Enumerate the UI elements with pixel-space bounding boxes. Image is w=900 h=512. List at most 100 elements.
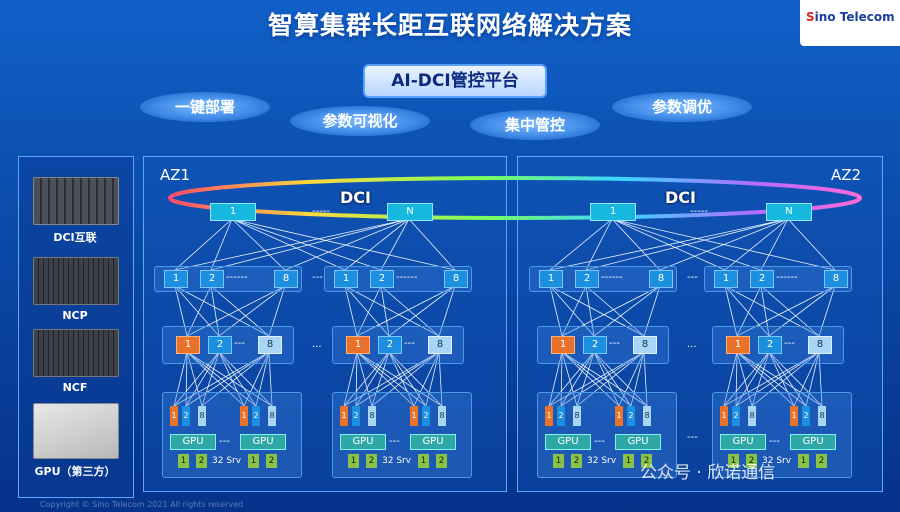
link-line bbox=[560, 351, 645, 407]
gpu-port: 8 bbox=[643, 406, 651, 426]
link-line bbox=[185, 351, 188, 407]
gpu-port: 1 bbox=[545, 406, 553, 426]
feature-deploy: 一键部署 bbox=[140, 92, 270, 122]
dci-spine-node: 1 bbox=[590, 203, 636, 221]
link-line bbox=[751, 351, 820, 407]
server-count: 32 Srv bbox=[382, 456, 412, 466]
gpu-block: GPU bbox=[790, 434, 836, 450]
link-line bbox=[724, 218, 789, 271]
link-line bbox=[356, 285, 382, 337]
link-line bbox=[793, 351, 820, 407]
link-line bbox=[173, 351, 220, 407]
server-node: 2 bbox=[196, 454, 207, 468]
device-legend-panel: DCI互联 NCP NCF GPU（第三方） bbox=[18, 156, 134, 498]
gpu-port: 1 bbox=[340, 406, 348, 426]
link-line bbox=[201, 351, 220, 407]
link-line bbox=[723, 351, 770, 407]
link-line bbox=[210, 285, 220, 337]
link-line bbox=[585, 218, 613, 271]
page-title: 智算集群长距互联网络解决方案 bbox=[267, 11, 632, 40]
watermark: 公众号 · 欣诺通信 bbox=[640, 463, 776, 483]
link-line bbox=[344, 285, 358, 337]
gpu-port: 1 bbox=[170, 406, 178, 426]
link-line bbox=[611, 218, 661, 271]
platform-title: AI-DCI管控平台 bbox=[363, 64, 547, 98]
link-line bbox=[268, 351, 273, 407]
server-node: 2 bbox=[641, 454, 652, 468]
link-line bbox=[268, 285, 286, 337]
server-count: 32 Srv bbox=[587, 456, 617, 466]
link-line bbox=[723, 351, 738, 407]
link-line bbox=[210, 218, 233, 271]
pod-ellipsis: --- bbox=[687, 272, 698, 283]
gpu-port: 2 bbox=[732, 406, 740, 426]
link-line bbox=[611, 218, 762, 271]
pod-ellipsis: --- bbox=[312, 272, 323, 283]
server-count: 32 Srv bbox=[762, 456, 792, 466]
feature-visualize: 参数可视化 bbox=[290, 106, 430, 136]
gpu-port: 2 bbox=[627, 406, 635, 426]
link-line bbox=[549, 285, 645, 337]
pod-ellipsis: ··· bbox=[312, 342, 322, 353]
link-line bbox=[355, 351, 440, 407]
device-label: DCI互联 bbox=[53, 231, 97, 244]
link-line bbox=[388, 351, 443, 407]
ncp-node: 1 bbox=[551, 336, 575, 354]
link-line bbox=[174, 285, 188, 337]
link-line bbox=[356, 351, 415, 407]
link-line bbox=[593, 285, 661, 337]
link-line bbox=[218, 351, 257, 407]
link-line bbox=[724, 285, 820, 337]
device-dci: DCI互联 bbox=[33, 177, 119, 245]
link-line bbox=[576, 351, 595, 407]
ncp-node: 1 bbox=[346, 336, 370, 354]
gpu-port: 1 bbox=[240, 406, 248, 426]
link-line bbox=[218, 285, 286, 337]
gpu-ellipsis: --- bbox=[769, 436, 780, 447]
link-line bbox=[218, 351, 245, 407]
pod-ellipsis: ··· bbox=[687, 342, 697, 353]
gpu-block: GPU bbox=[720, 434, 766, 450]
ncf-ellipsis: ------ bbox=[396, 272, 418, 283]
gpu-ellipsis: --- bbox=[219, 436, 230, 447]
server-node: 2 bbox=[746, 454, 757, 468]
server-node: 1 bbox=[178, 454, 189, 468]
server-node: 1 bbox=[798, 454, 809, 468]
link-line bbox=[805, 351, 820, 407]
link-line bbox=[618, 351, 645, 407]
link-line bbox=[549, 285, 563, 337]
gpu-port: 2 bbox=[422, 406, 430, 426]
link-line bbox=[585, 285, 645, 337]
ncp-node: 8 bbox=[808, 336, 832, 354]
link-line bbox=[210, 285, 270, 337]
link-line bbox=[231, 218, 456, 271]
gpu-port: 8 bbox=[438, 406, 446, 426]
link-line bbox=[356, 285, 456, 337]
link-line bbox=[818, 285, 836, 337]
dci-spine-node: N bbox=[387, 203, 433, 221]
gpu-ellipsis: --- bbox=[389, 436, 400, 447]
link-line bbox=[787, 218, 836, 271]
spine-ellipsis: ----- bbox=[690, 206, 709, 217]
link-line bbox=[723, 351, 820, 407]
dci-label-left: DCI bbox=[340, 188, 371, 207]
ncf-node: 1 bbox=[714, 270, 738, 288]
link-line bbox=[561, 351, 620, 407]
link-line bbox=[760, 285, 820, 337]
link-line bbox=[735, 351, 738, 407]
link-line bbox=[343, 351, 390, 407]
link-line bbox=[576, 351, 645, 407]
link-line bbox=[724, 285, 738, 337]
ncf-chassis-icon bbox=[33, 329, 119, 377]
link-line bbox=[201, 351, 270, 407]
link-line bbox=[438, 351, 443, 407]
link-line bbox=[243, 351, 270, 407]
az2-label: AZ2 bbox=[831, 166, 862, 184]
copyright: Copyright © Sino Telecom 2021 All rights… bbox=[40, 500, 244, 509]
ncp-node: 2 bbox=[583, 336, 607, 354]
az1-label: AZ1 bbox=[160, 166, 191, 184]
gpu-block: GPU bbox=[340, 434, 386, 450]
link-line bbox=[736, 351, 795, 407]
ncf-node: 8 bbox=[649, 270, 673, 288]
ncf-node: 2 bbox=[200, 270, 224, 288]
